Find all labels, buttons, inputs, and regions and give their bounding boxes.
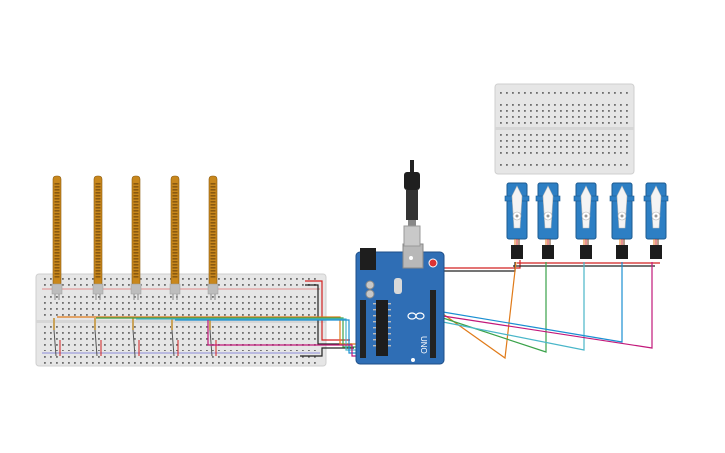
flex-sensor [51, 175, 63, 300]
flex-sensor [207, 175, 219, 300]
board-brand-label: UNO [419, 336, 428, 354]
analog-header [360, 300, 366, 358]
flex-sensor [130, 175, 142, 300]
wire-servo-5 [442, 262, 653, 349]
wire-gnd-left-2 [300, 347, 354, 357]
wire-servo-3 [442, 262, 585, 351]
arduino-infinity-logo [407, 312, 425, 320]
wires [57, 260, 660, 360]
wire-servo-2 [442, 262, 547, 353]
resistor [171, 318, 179, 357]
wire-signal-1 [57, 316, 356, 345]
breadboard-left [35, 273, 327, 367]
power-jack [360, 248, 376, 270]
usb-socket [402, 243, 424, 269]
wire-signal-5 [207, 320, 356, 357]
usb-cable [403, 160, 421, 247]
wire-vcc-left [305, 280, 350, 341]
reset-button [428, 258, 438, 268]
flex-sensor [92, 175, 104, 300]
servo-motor [609, 182, 635, 259]
servo-motor [573, 182, 599, 259]
wire-servo-4 [442, 262, 623, 343]
resistor [94, 318, 102, 357]
breadboard-top-right [494, 83, 635, 175]
digital-header [430, 290, 436, 358]
servo-group [504, 182, 669, 259]
wire-gnd-left [305, 284, 352, 345]
flex-sensor [169, 175, 181, 300]
servo-motor [643, 182, 669, 259]
resistor [132, 318, 140, 357]
servo-motor [504, 182, 530, 259]
resistor [53, 318, 61, 357]
wire-signal-3 [136, 318, 356, 351]
servo-motor [535, 182, 561, 259]
atmega-chip [376, 300, 388, 356]
flex-sensor-group [51, 175, 219, 300]
arduino-uno: UNO [355, 243, 445, 365]
wire-servo-1 [442, 261, 517, 360]
resistor-group [53, 318, 217, 357]
